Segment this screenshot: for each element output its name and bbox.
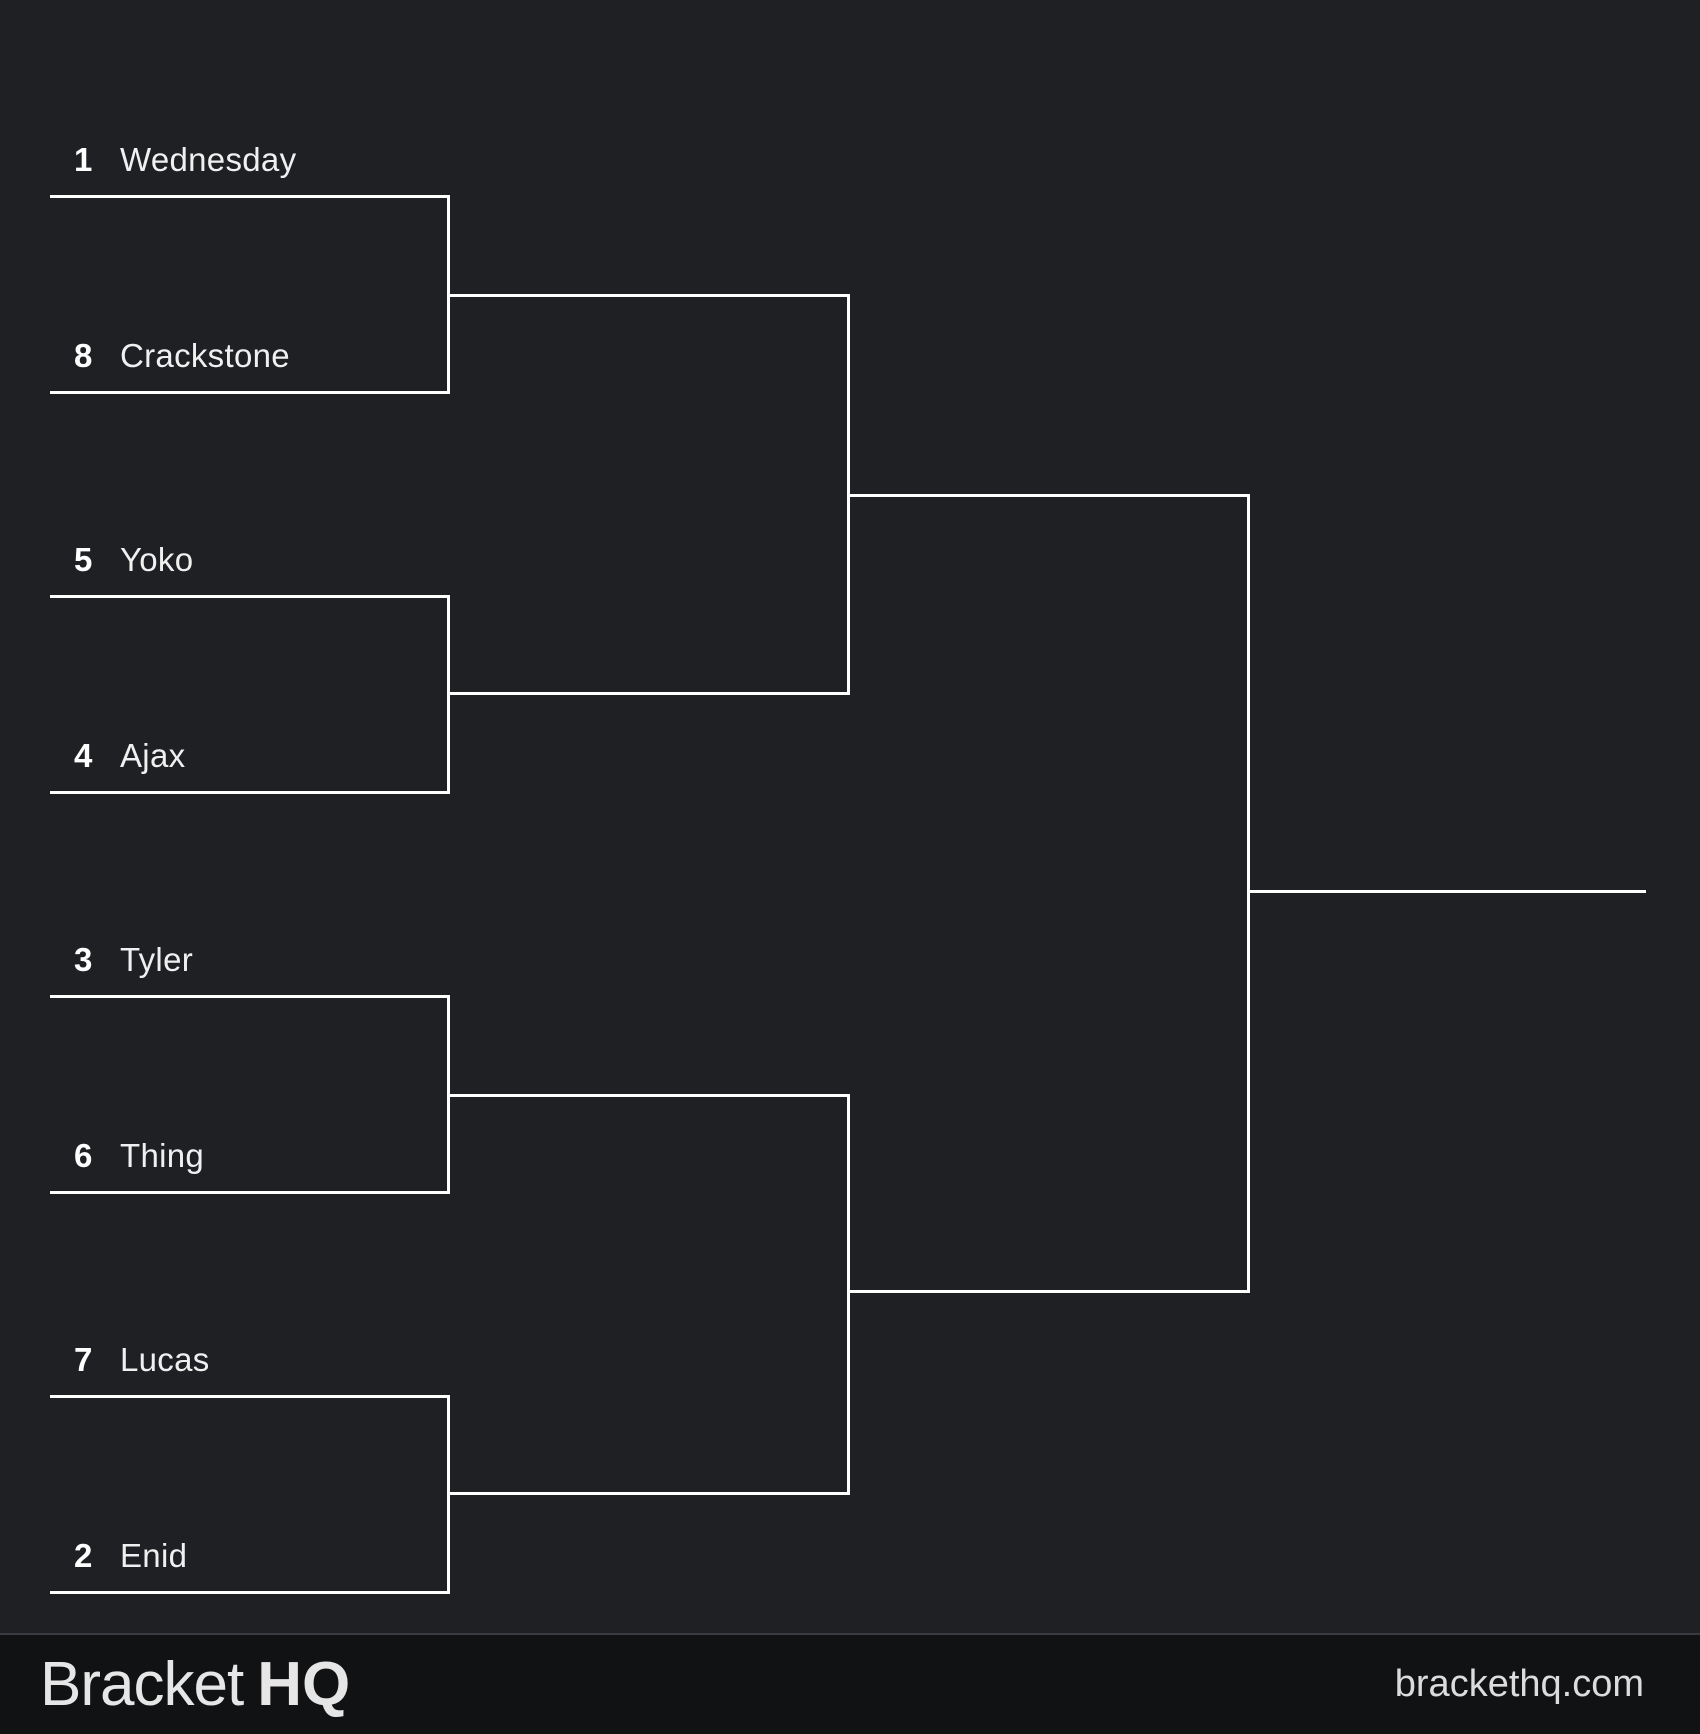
round1-connector — [447, 1395, 450, 1594]
seed-number: 5 — [74, 541, 93, 578]
round1-line — [50, 595, 450, 598]
round1-line — [50, 995, 450, 998]
round2-slot[interactable] — [450, 1094, 850, 1097]
round1-line — [50, 791, 450, 794]
team-name: Crackstone — [120, 337, 290, 374]
round2-connector — [847, 294, 850, 695]
round1-line — [50, 195, 450, 198]
round2-slot[interactable] — [450, 692, 850, 695]
entrant-slot[interactable]: 8 Crackstone — [74, 336, 434, 376]
seed-number: 6 — [74, 1137, 93, 1174]
logo-text-light: Bracket — [40, 1650, 244, 1719]
entrant-slot[interactable]: 4 Ajax — [74, 736, 434, 776]
round1-line — [50, 1191, 450, 1194]
team-name: Ajax — [120, 737, 186, 774]
round1-line — [50, 1395, 450, 1398]
seed-number: 3 — [74, 941, 93, 978]
round1-line — [50, 1591, 450, 1594]
entrant-slot[interactable]: 5 Yoko — [74, 540, 434, 580]
round2-connector — [847, 1094, 850, 1495]
team-name: Lucas — [120, 1341, 210, 1378]
team-name: Thing — [120, 1137, 205, 1174]
entrant-slot[interactable]: 2 Enid — [74, 1536, 434, 1576]
entrant-slot[interactable]: 1 Wednesday — [74, 140, 434, 180]
round3-connector — [1247, 494, 1250, 1293]
round2-slot[interactable] — [450, 294, 850, 297]
round2-slot[interactable] — [450, 1492, 850, 1495]
site-link[interactable]: brackethq.com — [1394, 1663, 1644, 1705]
entrant-slot[interactable]: 3 Tyler — [74, 940, 434, 980]
round1-connector — [447, 995, 450, 1194]
round3-slot[interactable] — [850, 494, 1250, 497]
entrant-slot[interactable]: 6 Thing — [74, 1136, 434, 1176]
seed-number: 2 — [74, 1537, 93, 1574]
team-name: Tyler — [120, 941, 194, 978]
logo-text-bold: HQ — [257, 1650, 351, 1719]
round1-connector — [447, 595, 450, 794]
seed-number: 1 — [74, 141, 93, 178]
round1-connector — [447, 195, 450, 394]
seed-number: 4 — [74, 737, 93, 774]
seed-number: 7 — [74, 1341, 93, 1378]
bracket: 1 Wednesday 8 Crackstone 5 Yoko 4 Ajax 3… — [50, 140, 1646, 1594]
seed-number: 8 — [74, 337, 93, 374]
champion-slot[interactable] — [1250, 890, 1646, 893]
team-name: Yoko — [120, 541, 194, 578]
round1-line — [50, 391, 450, 394]
round3-slot[interactable] — [850, 1290, 1250, 1293]
team-name: Enid — [120, 1537, 188, 1574]
entrant-slot[interactable]: 7 Lucas — [74, 1340, 434, 1380]
team-name: Wednesday — [120, 141, 297, 178]
